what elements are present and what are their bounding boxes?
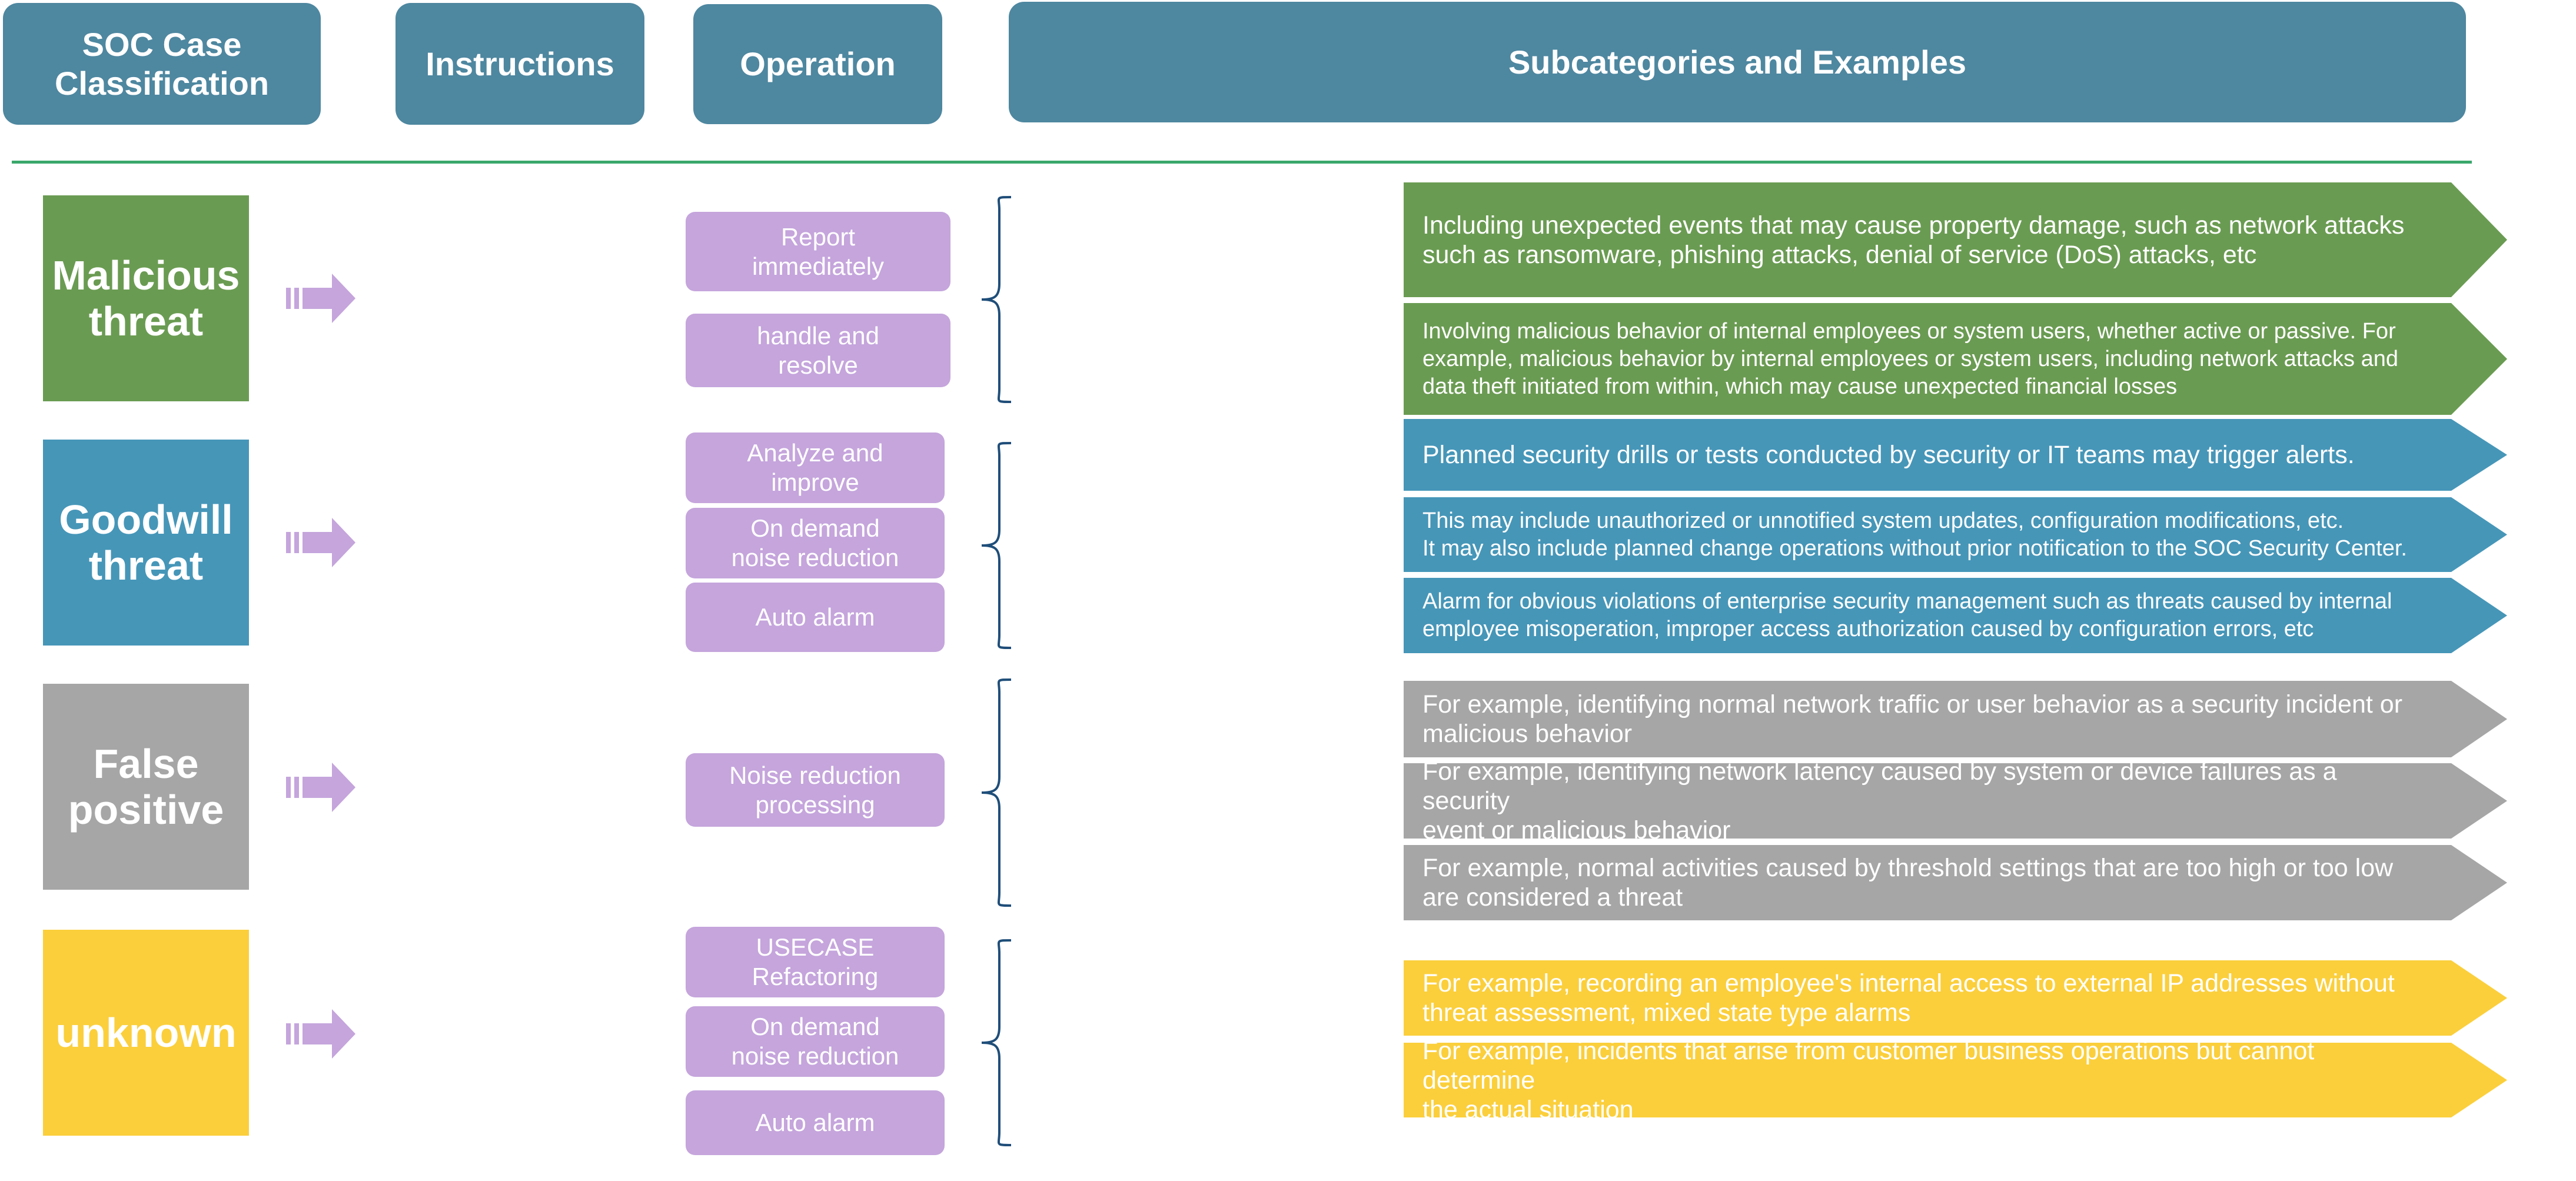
header-operation: Operation: [693, 4, 942, 124]
brace-malicious: [981, 196, 1012, 403]
op-handle-and-resolve: handle and resolve: [686, 314, 950, 387]
category-false-positive: False positive: [43, 684, 249, 890]
example-false-positive-3: For example, normal activities caused by…: [1404, 845, 2507, 920]
category-malicious-threat: Malicious threat: [43, 195, 249, 401]
example-false-positive-1: For example, identifying normal network …: [1404, 681, 2507, 757]
op-analyze-and-improve: Analyze and improve: [686, 433, 945, 503]
category-unknown: unknown: [43, 930, 249, 1136]
op-auto-alarm: Auto alarm: [686, 1090, 945, 1155]
arrow-goodwill: [286, 518, 355, 567]
arrow-malicious: [286, 274, 355, 323]
brace-false-positive: [981, 678, 1012, 907]
arrow-unknown: [286, 1009, 355, 1059]
header-instructions: Instructions: [395, 3, 644, 125]
example-goodwill-1: Planned security drills or tests conduct…: [1404, 419, 2507, 491]
category-goodwill-threat: Goodwill threat: [43, 440, 249, 646]
example-false-positive-2: For example, identifying network latency…: [1404, 763, 2507, 839]
example-malicious-1: Including unexpected events that may cau…: [1404, 182, 2507, 297]
header-divider: [12, 161, 2472, 164]
brace-unknown: [981, 939, 1012, 1146]
header-subcategories: Subcategories and Examples: [1009, 2, 2466, 122]
op-auto-alarm: Auto alarm: [686, 583, 945, 652]
op-on-demand-noise-reduction: On demand noise reduction: [686, 1006, 945, 1077]
example-unknown-2: For example, incidents that arise from c…: [1404, 1043, 2507, 1117]
header-soc-case-classification: SOC Case Classification: [3, 3, 321, 125]
example-goodwill-3: Alarm for obvious violations of enterpri…: [1404, 578, 2507, 653]
brace-goodwill: [981, 442, 1012, 649]
example-unknown-1: For example, recording an employee's int…: [1404, 960, 2507, 1036]
example-goodwill-2: This may include unauthorized or unnotif…: [1404, 497, 2507, 572]
arrow-false-positive: [286, 763, 355, 812]
op-on-demand-noise-reduction: On demand noise reduction: [686, 508, 945, 578]
op-usecase-refactoring: USECASE Refactoring: [686, 927, 945, 997]
op-noise-reduction-processing: Noise reduction processing: [686, 753, 945, 827]
example-malicious-2: Involving malicious behavior of internal…: [1404, 303, 2507, 415]
op-report-immediately: Report immediately: [686, 212, 950, 291]
